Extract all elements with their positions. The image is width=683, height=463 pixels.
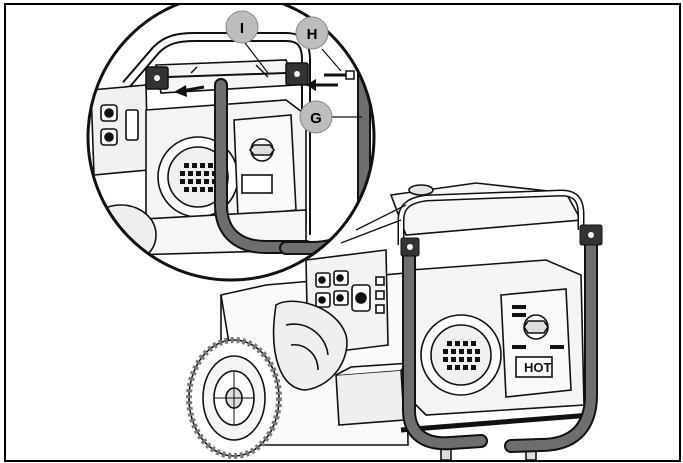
recoil-starter — [420, 314, 502, 396]
zoom-connector — [340, 204, 407, 244]
generator-handle-assembly-diagram: HOT — [86, 5, 603, 460]
detail-inset — [86, 5, 376, 282]
callout-i: I — [225, 10, 269, 74]
battery-box — [335, 369, 405, 426]
hot-warning-label: HOT — [524, 360, 552, 375]
main-u-handle — [400, 224, 603, 453]
callout-h: H — [295, 16, 342, 72]
callout-label-i: I — [240, 20, 244, 37]
callout-label-g: G — [310, 110, 322, 127]
diagram-frame: HOT — [4, 3, 681, 462]
wheel — [186, 337, 282, 459]
callout-label-h: H — [307, 26, 318, 43]
air-filter-cover — [500, 288, 572, 398]
callout-g: G — [299, 100, 362, 134]
